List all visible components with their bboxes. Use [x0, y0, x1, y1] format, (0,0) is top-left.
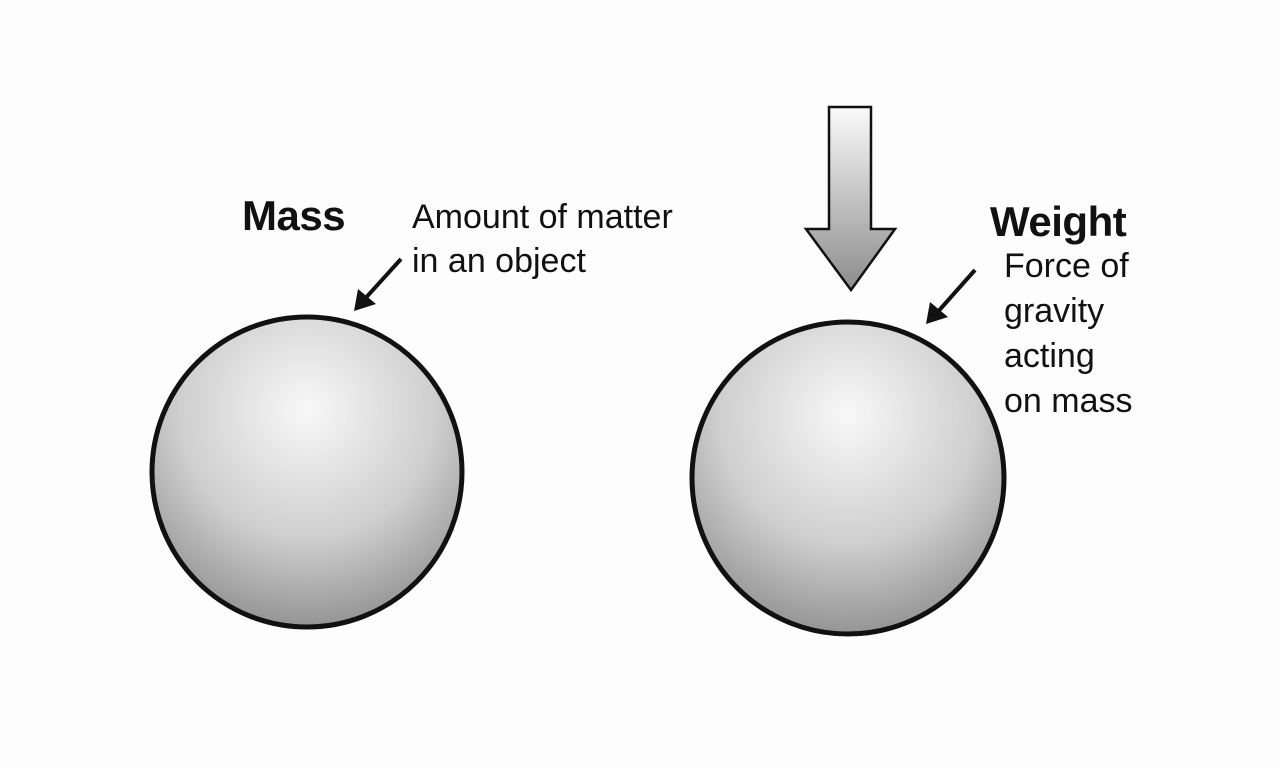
mass-title: Mass: [242, 192, 346, 239]
weight-description-line3: acting: [1004, 337, 1095, 375]
weight-sphere: [689, 319, 1007, 637]
mass-sphere: [149, 314, 465, 630]
mass-pointer-arrow-icon: [354, 257, 403, 311]
gravity-arrow-icon: [803, 105, 898, 293]
weight-description-line1: Force of: [1004, 247, 1129, 285]
weight-title: Weight: [990, 198, 1127, 245]
weight-pointer-arrow-icon: [926, 268, 977, 324]
weight-description-line4: on mass: [1004, 382, 1133, 420]
weight-description-line2: gravity: [1004, 292, 1105, 330]
mass-description-line2: in an object: [412, 242, 586, 280]
mass-description-line1: Amount of matter: [412, 198, 673, 236]
